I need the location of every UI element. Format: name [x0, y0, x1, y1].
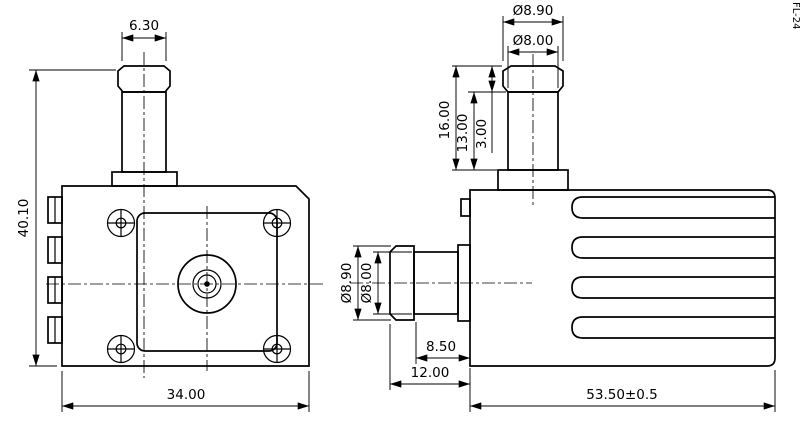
fitting-flange — [111, 171, 178, 187]
heatsink-slot — [571, 316, 775, 339]
dim-fitting-height: 16.00 — [437, 66, 460, 170]
dim-neck-length: 8.50 — [415, 322, 470, 364]
dim-text-fitting-length: 12.00 — [411, 365, 450, 381]
body-face-tab — [460, 198, 471, 217]
dim-top-barb-neck: Ø8.00 — [507, 33, 559, 88]
dim-text-side-barb-neck: Ø8.00 — [359, 263, 375, 304]
dim-text-body-length: 53.50±0.5 — [586, 387, 657, 403]
side-body-outline — [469, 189, 776, 367]
dim-front-nozzle: 6.30 — [121, 18, 167, 61]
dim-neck-height: 13.00 — [455, 92, 478, 170]
heatsink-slots — [571, 196, 775, 339]
dim-text-top-barb-neck: Ø8.00 — [513, 33, 554, 49]
dim-text-front-nozzle: 6.30 — [129, 18, 159, 34]
dim-fitting-length: 12.00 — [389, 324, 471, 412]
screw-bottom-left — [106, 334, 136, 364]
boss-center-dot — [204, 281, 210, 287]
screw-bottom-right — [262, 334, 292, 364]
boss-inner-circle — [197, 274, 217, 294]
shaft-boss — [177, 254, 237, 314]
heatsink-slot — [571, 196, 775, 219]
screw-top-right — [262, 208, 292, 238]
heatsink-slot — [571, 236, 775, 259]
mounting-face — [136, 212, 278, 352]
dim-text-front-width: 34.00 — [167, 387, 206, 403]
dim-text-top-barb-od: Ø8.90 — [513, 3, 554, 19]
dim-text-neck-length: 8.50 — [426, 339, 456, 355]
dim-body-length: 53.50±0.5 — [470, 370, 776, 412]
dim-front-height: 40.10 — [16, 69, 116, 367]
front-top-barb-fitting — [111, 65, 178, 187]
dim-front-width: 34.00 — [61, 371, 310, 412]
dim-side-barb-od: Ø8.90 — [339, 245, 391, 321]
fitting-barb-ridge — [117, 65, 171, 93]
dim-top-barb-od: Ø8.90 — [502, 3, 564, 61]
dim-barb-height: 3.00 — [474, 66, 496, 153]
dim-side-barb-neck: Ø8.00 — [359, 251, 412, 315]
boss-outer-circle — [177, 254, 237, 314]
side-view: Ø8.90 Ø8.00 16.00 13.00 3.00 — [339, 3, 776, 412]
screw-top-left — [106, 208, 136, 238]
corner-note: FL-24 — [790, 2, 801, 29]
heatsink-slot — [571, 276, 775, 299]
dim-text-front-height: 40.10 — [16, 199, 32, 238]
dim-text-side-barb-od: Ø8.90 — [339, 263, 355, 304]
cooling-ribs — [47, 196, 63, 344]
front-view: 6.30 40.10 34.00 — [16, 18, 324, 412]
dim-text-neck-height: 13.00 — [455, 114, 471, 153]
boss-mid-circle — [192, 269, 222, 299]
dim-text-fitting-height: 16.00 — [437, 101, 453, 140]
dim-text-barb-height: 3.00 — [474, 119, 490, 149]
